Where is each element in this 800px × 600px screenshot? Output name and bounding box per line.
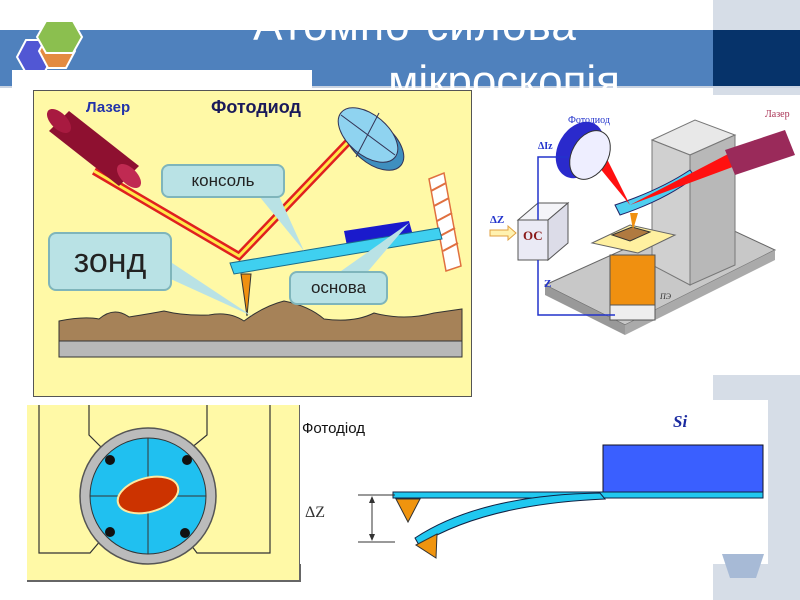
photodiode-3d-label: Фотодиод (568, 115, 610, 126)
photodiode-icon (337, 107, 405, 171)
quadrant-photodiode-panel (27, 405, 301, 582)
z-label: Z (544, 278, 552, 290)
si-label: Si (673, 412, 688, 431)
probe-tip (240, 273, 252, 317)
afm-3d-setup-panel: Фотодиод Лазер ΔIz ΔZ ОС Z ПЭ (480, 95, 800, 375)
laser-3d-label: Лазер (765, 109, 790, 120)
oc-box (517, 219, 549, 261)
piezo-label: ПЭ (660, 292, 672, 301)
tip-bent (415, 533, 438, 559)
console-pointer (259, 196, 304, 251)
cantilever-bend-panel: Фотодіод Si ΔZ (300, 400, 768, 564)
delta-z-3d-label: ΔZ (490, 214, 505, 226)
column-block (651, 139, 691, 286)
sample-substrate (58, 340, 463, 358)
sample-surface (58, 300, 463, 342)
slide-header-accent (713, 30, 800, 86)
hexagon-decor-icon (722, 554, 764, 578)
console-callout: консоль (161, 164, 285, 198)
afm-schematic-panel: Лазер Фотодиод консоль зонд основа (33, 90, 472, 397)
cantilever-bent (414, 492, 607, 546)
delta-iz-label: ΔIz (538, 141, 553, 152)
cantilever-bend-drawing (358, 444, 764, 559)
photodiode-bend-label: Фотодіод (302, 420, 365, 437)
base-callout: основа (289, 271, 388, 305)
slide-header-divider (0, 86, 800, 88)
laser-label: Лазер (86, 99, 131, 116)
laser-3d-icon (725, 130, 795, 175)
laser-icon (46, 108, 142, 189)
oc-label: ОС (523, 228, 543, 243)
slide-title-line1: Атомно-силова (253, 1, 577, 50)
photodiode-label: Фотодиод (211, 97, 301, 117)
tip-straight (395, 498, 421, 524)
base-pointer (334, 223, 409, 276)
afm-schematic-drawing (46, 107, 463, 358)
holder-hatched-icon (428, 171, 462, 272)
laser-beam-inner (93, 139, 351, 258)
probe-pointer (154, 251, 252, 316)
quadrant-photodiode-drawing (38, 405, 271, 565)
probe-callout: зонд (48, 232, 172, 291)
si-block (602, 444, 764, 493)
afm-3d-drawing (489, 119, 795, 335)
hexagon-logo-icon (15, 20, 84, 74)
delta-z-bend-label: ΔZ (305, 504, 326, 521)
laser-spot (116, 475, 180, 515)
